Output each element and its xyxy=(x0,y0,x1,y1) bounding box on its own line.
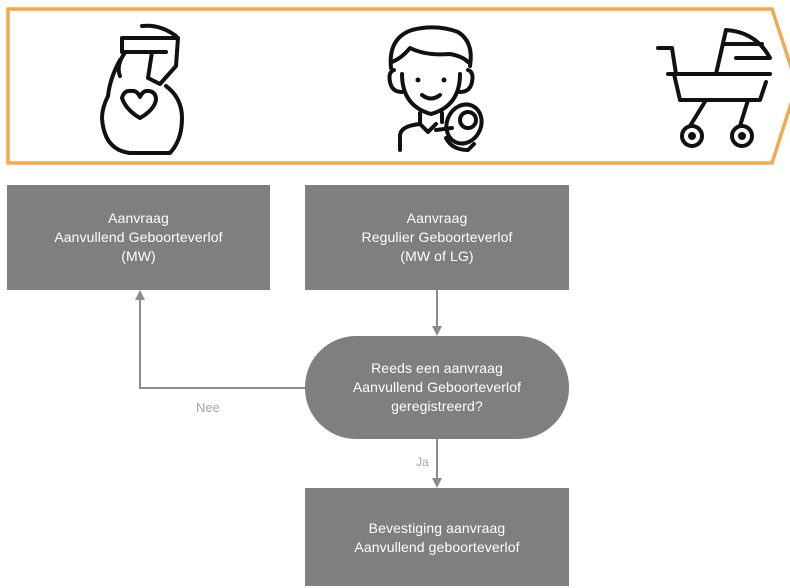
confirmation-label: Bevestiging aanvraag Aanvullend geboorte… xyxy=(305,488,569,588)
connector-decision-no xyxy=(135,290,305,389)
regular-request-line2: Regulier Geboorteverlof xyxy=(361,229,513,245)
aanvullend-request-box xyxy=(7,185,270,290)
timeline-banner xyxy=(6,7,790,165)
regular-request-box xyxy=(305,185,569,290)
pregnant-woman-icon xyxy=(100,23,184,155)
decision-line3: geregistreerd? xyxy=(391,398,483,414)
aanvullend-request-line2: Aanvullend Geboorteverlof xyxy=(54,229,223,245)
aanvullend-request-line1: Aanvraag xyxy=(108,210,169,226)
confirmation-line1: Bevestiging aanvraag xyxy=(368,520,506,536)
decision-node xyxy=(305,336,569,439)
regular-request-label: Aanvraag Regulier Geboorteverlof (MW of … xyxy=(305,185,569,290)
decision-line2: Aanvullend Geboorteverlof xyxy=(352,379,522,395)
regular-request-line1: Aanvraag xyxy=(406,210,468,226)
decision-line1: Reeds een aanvraag xyxy=(371,360,503,376)
aanvullend-request-line3: (MW) xyxy=(121,248,156,264)
baby-stroller-icon xyxy=(656,28,772,148)
regular-request-line3: (MW of LG) xyxy=(400,248,474,264)
edge-label-no: Nee xyxy=(196,400,220,415)
edge-label-yes: Ja xyxy=(416,455,429,469)
confirmation-box xyxy=(305,488,569,586)
confirmation-line2: Aanvullend geboorteverlof xyxy=(354,539,520,555)
parent-with-baby-icon xyxy=(387,25,484,152)
aanvullend-request-label: Aanvraag Aanvullend Geboorteverlof (MW) xyxy=(7,185,270,290)
decision-label: Reeds een aanvraag Aanvullend Geboorteve… xyxy=(305,336,569,439)
